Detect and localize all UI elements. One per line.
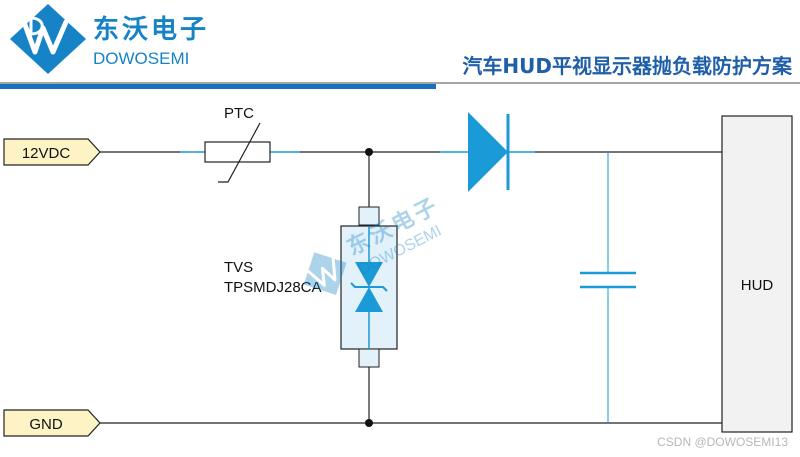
hud-label: HUD — [741, 277, 774, 294]
ptc-label: PTC — [224, 105, 254, 122]
junction-dot-top — [365, 148, 373, 156]
tvs-part-number: TPSMDJ28CA — [224, 279, 322, 296]
capacitor — [580, 271, 636, 289]
dowosemi-logo-icon — [10, 4, 86, 74]
junction-dot-bottom — [365, 419, 373, 427]
watermark-logo-icon — [303, 252, 347, 296]
brand-name-cn: 东沃电子 — [93, 14, 209, 45]
ptc-thermistor: PTC — [180, 105, 300, 183]
ground-port: GND — [3, 409, 101, 437]
hud-load: HUD — [721, 115, 793, 433]
input-port: 12VDC — [3, 138, 101, 166]
input-port-label: 12VDC — [22, 145, 71, 162]
diode — [440, 112, 535, 192]
tvs-diode: TVS TPSMDJ28CA — [224, 206, 398, 368]
header: 东沃电子 DOWOSEMI 汽车HUD平视显示器抛负载防护方案 — [0, 4, 800, 89]
header-divider-blue — [0, 84, 436, 89]
ground-port-label: GND — [29, 416, 63, 433]
page-title: 汽车HUD平视显示器抛负载防护方案 — [462, 54, 793, 78]
tvs-label: TVS — [224, 259, 253, 276]
csdn-credit: CSDN @DOWOSEMI13 — [657, 435, 788, 449]
brand-name-en: DOWOSEMI — [93, 49, 189, 68]
